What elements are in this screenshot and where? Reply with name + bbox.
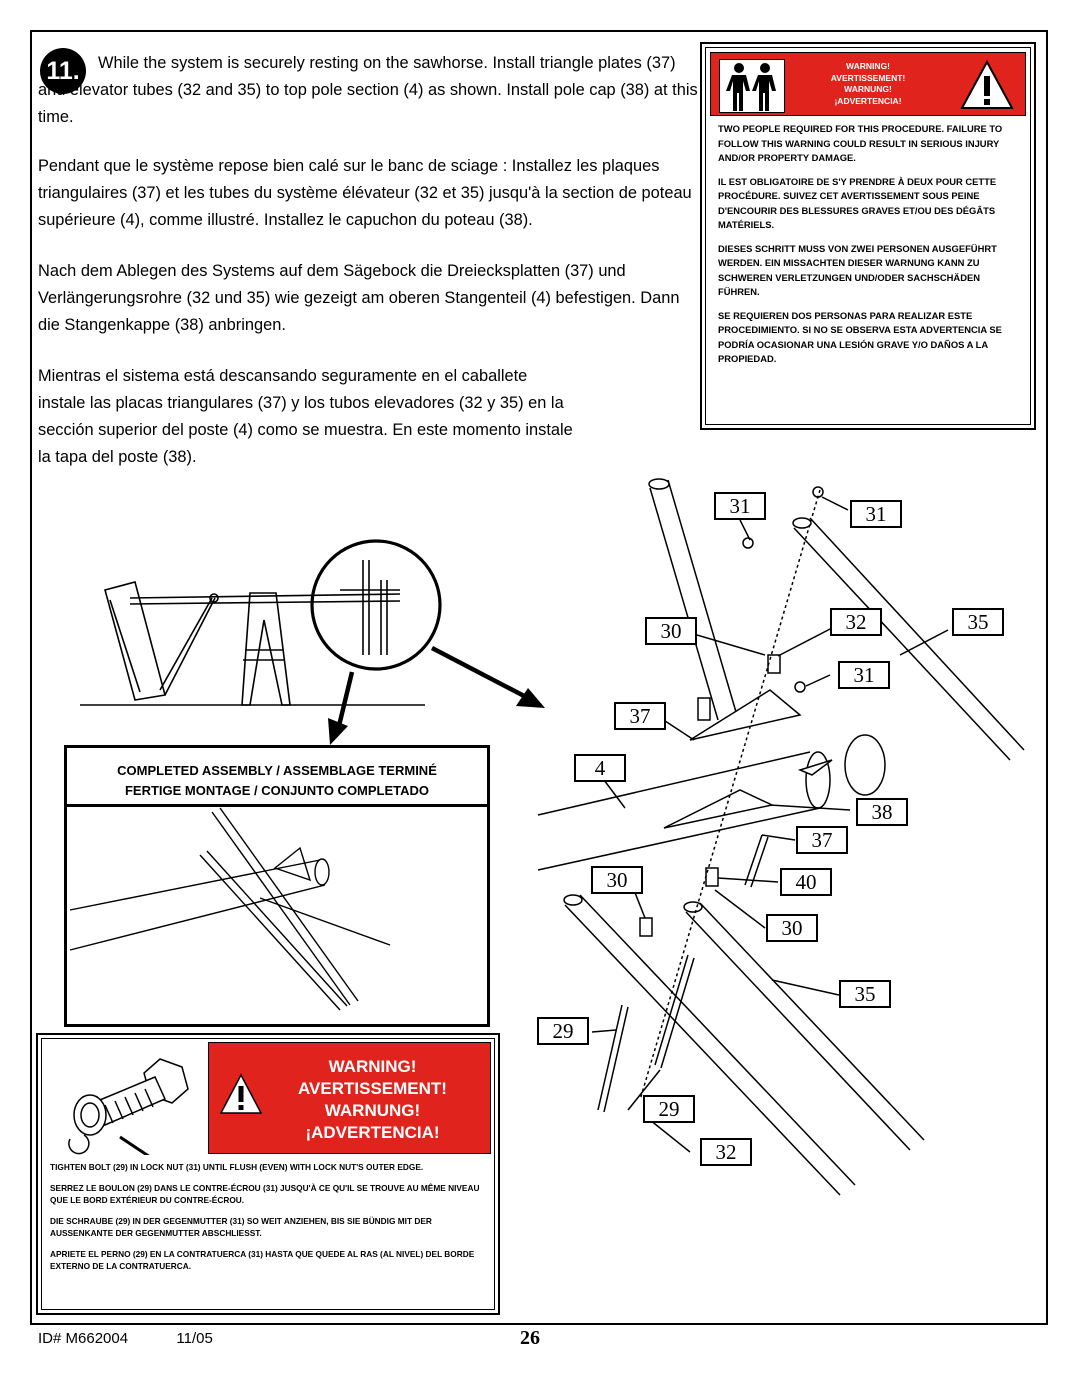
completed-assembly-drawing — [69, 807, 391, 1011]
warning-title-de: WARNUNG! — [844, 84, 892, 94]
callout-30: 30 — [766, 914, 818, 942]
warning-title-es: ¡ADVERTENCIA! — [305, 1123, 440, 1142]
callout-38: 38 — [856, 798, 908, 826]
warning-title-fr: AVERTISSEMENT! — [298, 1079, 447, 1098]
document-id-number: ID# M662004 — [38, 1330, 129, 1347]
warning-triangle-icon — [219, 1073, 263, 1122]
callout-29: 29 — [643, 1095, 695, 1123]
warning-text-fr: SERREZ LE BOULON (29) DANS LE CONTRE-ÉCR… — [50, 1182, 480, 1206]
callout-4: 4 — [574, 754, 626, 782]
page-number: 26 — [520, 1327, 540, 1349]
base-ballast — [104, 581, 166, 701]
warning-title-fr: AVERTISSEMENT! — [830, 72, 906, 83]
instructions-en: While the system is securely resting on … — [38, 54, 698, 126]
document-id: ID# M662004 11/05 — [38, 1330, 213, 1347]
callout-30: 30 — [645, 617, 697, 645]
callout-31: 31 — [714, 492, 766, 520]
completed-title-line2: FERTIGE MONTAGE / CONJUNTO COMPLETADO — [124, 783, 430, 798]
warning-text-es: APRIETE EL PERNO (29) EN LA CONTRATUERCA… — [50, 1248, 475, 1272]
completed-title-line1: COMPLETED ASSEMBLY / ASSEMBLAGE TERMINÉ — [117, 763, 437, 778]
callout-35: 35 — [952, 608, 1004, 636]
warning-text-de: DIESES SCHRITT MUSS VON ZWEI PERSONEN AU… — [718, 242, 997, 298]
warning-title-es: ¡ADVERTENCIA! — [834, 95, 902, 106]
instructions-de: Nach dem Ablegen des Systems auf dem Säg… — [38, 262, 680, 334]
bolt-nut-icon — [50, 1047, 200, 1159]
detail-circle — [310, 539, 442, 671]
sawhorse — [241, 592, 291, 706]
warning-header: WARNING! AVERTISSEMENT! WARNUNG! ¡ADVERT… — [208, 1042, 491, 1154]
warning-title-en: WARNING! — [846, 61, 890, 71]
completed-assembly-title: COMPLETED ASSEMBLY / ASSEMBLAGE TERMINÉ … — [67, 748, 487, 807]
instructions-fr: Pendant que le système repose bien calé … — [38, 157, 692, 229]
completed-assembly-box: COMPLETED ASSEMBLY / ASSEMBLAGE TERMINÉ … — [64, 745, 490, 1027]
instructions: While the system is securely resting on … — [38, 50, 698, 495]
document-date: 11/05 — [176, 1330, 213, 1347]
warning-title-de: WARNUNG! — [324, 1101, 421, 1120]
two-person-warning-box: WARNING! AVERTISSEMENT! WARNUNG! ¡ADVERT… — [700, 42, 1036, 430]
warning-text-en: TWO PEOPLE REQUIRED FOR THIS PROCEDURE. … — [718, 123, 1003, 163]
callout-29: 29 — [537, 1017, 589, 1045]
warning-triangle-icon — [959, 59, 1015, 111]
warning-header: WARNING! AVERTISSEMENT! WARNUNG! ¡ADVERT… — [710, 52, 1026, 116]
exploded-view — [537, 478, 1025, 1196]
warning-text-de: DIE SCHRAUBE (29) IN DER GEGENMUTTER (31… — [50, 1215, 432, 1239]
step-number-badge: 11. — [40, 48, 86, 94]
bolt-tightening-warning-box: WARNING! AVERTISSEMENT! WARNUNG! ¡ADVERT… — [36, 1033, 500, 1315]
callout-40: 40 — [780, 868, 832, 896]
callout-32: 32 — [830, 608, 882, 636]
instructions-es: Mientras el sistema está descansando seg… — [38, 367, 573, 466]
callout-31: 31 — [850, 500, 902, 528]
warning-title-en: WARNING! — [328, 1057, 417, 1076]
callout-31: 31 — [838, 661, 890, 689]
callout-30: 30 — [591, 866, 643, 894]
callout-35: 35 — [839, 980, 891, 1008]
warning-text-es: SE REQUIEREN DOS PERSONAS PARA REALIZAR … — [718, 309, 1002, 365]
callout-37: 37 — [614, 702, 666, 730]
warning-text-fr: IL EST OBLIGATOIRE DE S'Y PRENDRE À DEUX… — [718, 175, 997, 231]
two-people-icon — [719, 59, 785, 113]
page-frame — [30, 30, 1048, 1325]
callout-37: 37 — [796, 826, 848, 854]
warning-text-en: TIGHTEN BOLT (29) IN LOCK NUT (31) UNTIL… — [50, 1162, 424, 1172]
callout-32: 32 — [700, 1138, 752, 1166]
